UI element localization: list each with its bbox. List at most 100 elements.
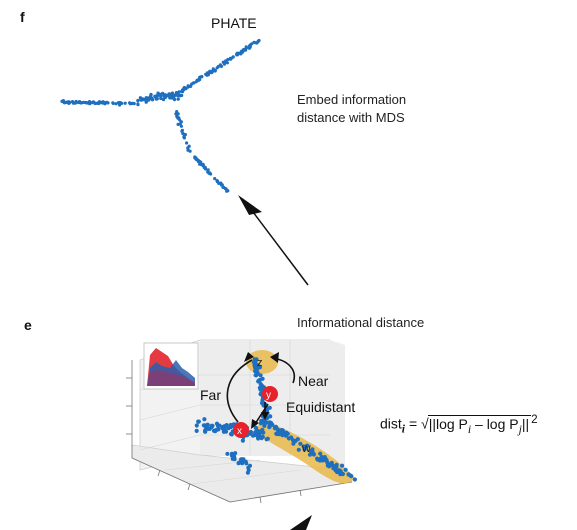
scatter-point (123, 101, 127, 105)
formula-sup: 2 (531, 413, 538, 426)
scatter-point (131, 101, 135, 105)
informational-distance-title: Informational distance (297, 315, 425, 330)
scatter-point (255, 433, 260, 438)
near-label: Near (298, 373, 329, 389)
mds-caption-line2: distance with MDS (297, 110, 405, 125)
scatter-point (90, 101, 94, 105)
scatter-point (250, 433, 256, 438)
phate-title: PHATE (211, 15, 257, 31)
scatter-point (315, 457, 320, 462)
scatter-point (67, 100, 71, 104)
panel-f-letter: f (20, 9, 25, 25)
scatter-point (275, 427, 280, 432)
scatter-point (215, 66, 219, 70)
scatter-point (244, 46, 248, 50)
scatter-point (235, 52, 239, 56)
scatter-point (331, 466, 336, 471)
scatter-point (150, 98, 155, 102)
scatter-point (209, 172, 213, 176)
scatter-point (228, 431, 234, 437)
formula-lhs: dist (380, 415, 402, 432)
scatter-point (238, 460, 243, 465)
formula-sub-i: i (467, 422, 472, 436)
scatter-point (267, 405, 272, 410)
scatter-point (222, 426, 227, 431)
scatter-point (224, 187, 228, 191)
scatter-point (225, 61, 229, 65)
formula-close: || (521, 415, 530, 432)
scatter-point (231, 453, 236, 457)
scatter-point (343, 467, 348, 472)
scatter-point (213, 428, 218, 433)
formula-lhs-sub: i (401, 422, 406, 436)
scatter-point (128, 101, 132, 105)
formula-sub-j: j (518, 422, 522, 436)
scatter-point (176, 97, 180, 101)
scatter-point (163, 93, 167, 97)
scatter-point (194, 428, 199, 433)
inset-distribution-histogram (143, 342, 199, 390)
scatter-point (179, 120, 183, 124)
scatter-point (176, 122, 180, 126)
scatter-point (340, 463, 345, 468)
scatter-point (217, 181, 221, 185)
scatter-point (199, 163, 203, 167)
arrow-from-below (290, 515, 312, 530)
scatter-point (257, 38, 261, 43)
scatter-point (225, 451, 230, 456)
scatter-point (310, 449, 315, 454)
equidistant-arrow (254, 403, 269, 425)
scatter-point (70, 100, 75, 104)
scatter-point (298, 441, 303, 446)
scatter-point (269, 420, 274, 426)
scatter-point (346, 472, 351, 477)
scatter-point (225, 189, 229, 193)
scatter-point (293, 438, 298, 444)
scatter-point (206, 426, 211, 431)
scatter-point (159, 96, 163, 101)
scatter-point (305, 443, 310, 448)
scatter-point (196, 419, 201, 424)
scatter-point (262, 423, 267, 428)
scatter-point (84, 101, 89, 105)
scatter-point (180, 128, 184, 132)
scatter-point (268, 414, 273, 419)
mds-caption: Embed information distance with MDS (297, 91, 406, 127)
scatter-point (198, 75, 202, 79)
scatter-point (247, 45, 251, 50)
scatter-point (307, 452, 313, 457)
scatter-point (154, 94, 158, 98)
formula-minus: – log P (471, 415, 519, 432)
mds-caption-line1: Embed information (297, 92, 407, 107)
scatter-point (286, 436, 291, 441)
scatter-point (264, 437, 269, 442)
scatter-point (258, 373, 263, 378)
scatter-point (240, 438, 245, 443)
scatter-point (158, 94, 163, 98)
scatter-point (352, 477, 357, 482)
scatter-point (318, 451, 323, 456)
scatter-point (253, 358, 258, 363)
point-y-label: y (266, 390, 271, 401)
scatter-point (253, 41, 257, 45)
scatter-point (114, 102, 118, 106)
scatter-point (255, 372, 260, 377)
scatter-point (209, 423, 214, 428)
scatter-point (274, 431, 279, 436)
scatter-point (182, 86, 186, 90)
scatter-point (215, 179, 219, 183)
scatter-point (154, 97, 159, 101)
scatter-point (296, 447, 301, 452)
scatter-point (136, 98, 140, 103)
scatter-point (120, 101, 124, 105)
scatter-point (229, 57, 233, 61)
scatter-point (187, 144, 191, 148)
scatter-point (63, 101, 67, 105)
scatter-point (213, 177, 217, 181)
scatter-point (179, 93, 184, 98)
scatter-point (327, 462, 332, 467)
scatter-point (226, 57, 230, 62)
scatter-point (202, 423, 207, 428)
scatter-point (168, 96, 172, 100)
